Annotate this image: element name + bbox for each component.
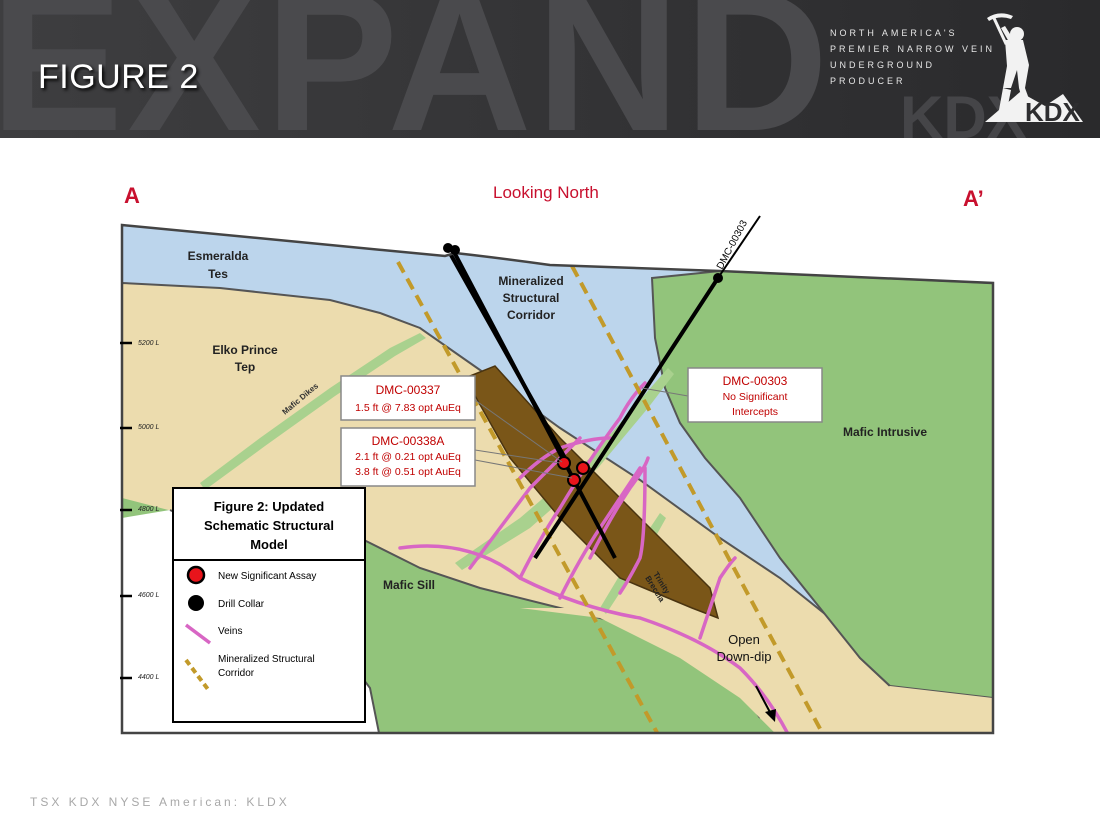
mafic-sill-label: Mafic Sill [383, 578, 435, 592]
miner-icon [985, 13, 1083, 122]
red-dot-icon [186, 565, 206, 585]
esmeralda-label: Tes [208, 267, 228, 281]
legend-label: Drill Collar [218, 599, 265, 610]
callout-line: 3.8 ft @ 0.51 opt AuEq [355, 466, 461, 478]
legend-label: New Significant Assay [218, 571, 316, 582]
elko-label: Tep [235, 360, 255, 374]
corridor-label: Mineralized [498, 274, 563, 288]
elevation-label: 5000 L [138, 424, 160, 431]
callout-line: 2.1 ft @ 0.21 opt AuEq [355, 451, 461, 463]
legend-title: Model [250, 537, 288, 552]
corridor-label: Structural [503, 291, 560, 305]
mafic-intrusive-label: Mafic Intrusive [843, 425, 927, 439]
drill-holes [445, 247, 720, 560]
header-banner: EXPAND KDX FIGURE 2 NORTH AMERICA'S PREM… [0, 0, 1100, 138]
tagline-line: PREMIER NARROW VEIN [830, 44, 996, 54]
drillhole-label: DMC-00303 [715, 218, 750, 271]
dashed-line-icon [184, 658, 212, 694]
tagline-line: UNDERGROUND [830, 60, 935, 70]
callout-title: DMC-00337 [376, 383, 441, 397]
elko-label: Elko Prince [212, 343, 278, 357]
elevation-label: 4600 L [138, 592, 160, 599]
tagline-line: PRODUCER [830, 76, 906, 86]
drillhole-extension [717, 215, 761, 279]
company-logo: KDX [985, 13, 1083, 125]
elevation-scale: 5200 L 5000 L 4800 L 4600 L 4400 L [120, 340, 160, 681]
legend-title: Figure 2: Updated [214, 499, 325, 514]
legend-title: Schematic Structural [204, 518, 334, 533]
page-title: FIGURE 2 [38, 58, 199, 96]
cross-section-diagram: A A’ Looking North [120, 183, 995, 735]
corridor-label: Corridor [507, 308, 555, 322]
header-watermark: EXPAND [0, 0, 833, 138]
assay-marker-icon [567, 473, 581, 487]
legend-label: Corridor [218, 668, 255, 679]
callout-title: DMC-00303 [723, 374, 788, 388]
company-tagline: NORTH AMERICA'S PREMIER NARROW VEIN UNDE… [830, 25, 995, 89]
assay-marker-icon [576, 461, 590, 475]
callout-dmc-00338a: DMC-00338A 2.1 ft @ 0.21 opt AuEq 3.8 ft… [340, 427, 476, 487]
callout-line: Intercepts [732, 406, 778, 418]
corridor-boundaries [396, 261, 827, 733]
pink-line-icon [184, 623, 212, 645]
legend-label: Mineralized Structural [218, 654, 315, 665]
elevation-label: 4400 L [138, 674, 160, 681]
unit-labels: Esmeralda Tes Mineralized Structural Cor… [188, 249, 928, 592]
legend: Figure 2: Updated Schematic Structural M… [172, 487, 366, 723]
elevation-label: 4800 L [138, 506, 160, 513]
legend-label: Veins [218, 626, 242, 637]
callout-leaders [474, 387, 689, 479]
esmeralda-label: Esmeralda [188, 249, 249, 263]
open-down-dip-label: Open [728, 632, 760, 647]
black-dot-icon [188, 595, 204, 611]
callout-line: 1.5 ft @ 7.83 opt AuEq [355, 402, 461, 414]
lower-elko-strip [520, 608, 993, 733]
footer-ticker: TSX KDX NYSE American: KLDX [30, 795, 290, 809]
mafic-dike [200, 333, 426, 490]
open-down-dip-label: Down-dip [717, 649, 772, 664]
mafic-dike [455, 368, 674, 570]
callout-dmc-00337: DMC-00337 1.5 ft @ 7.83 opt AuEq [340, 375, 476, 421]
tagline-line: NORTH AMERICA'S [830, 28, 958, 38]
section-start-label: A [124, 183, 140, 208]
callout-title: DMC-00338A [372, 434, 445, 448]
arrow-head-icon [765, 709, 776, 722]
callout-dmc-00303: DMC-00303 No Significant Intercepts [687, 367, 823, 423]
callout-line: No Significant [723, 391, 788, 403]
elevation-label: 5200 L [138, 340, 160, 347]
logo-text: KDX [1025, 97, 1081, 125]
drill-collar-icon [450, 245, 460, 255]
view-direction-label: Looking North [493, 183, 599, 202]
section-end-label: A’ [963, 186, 984, 211]
